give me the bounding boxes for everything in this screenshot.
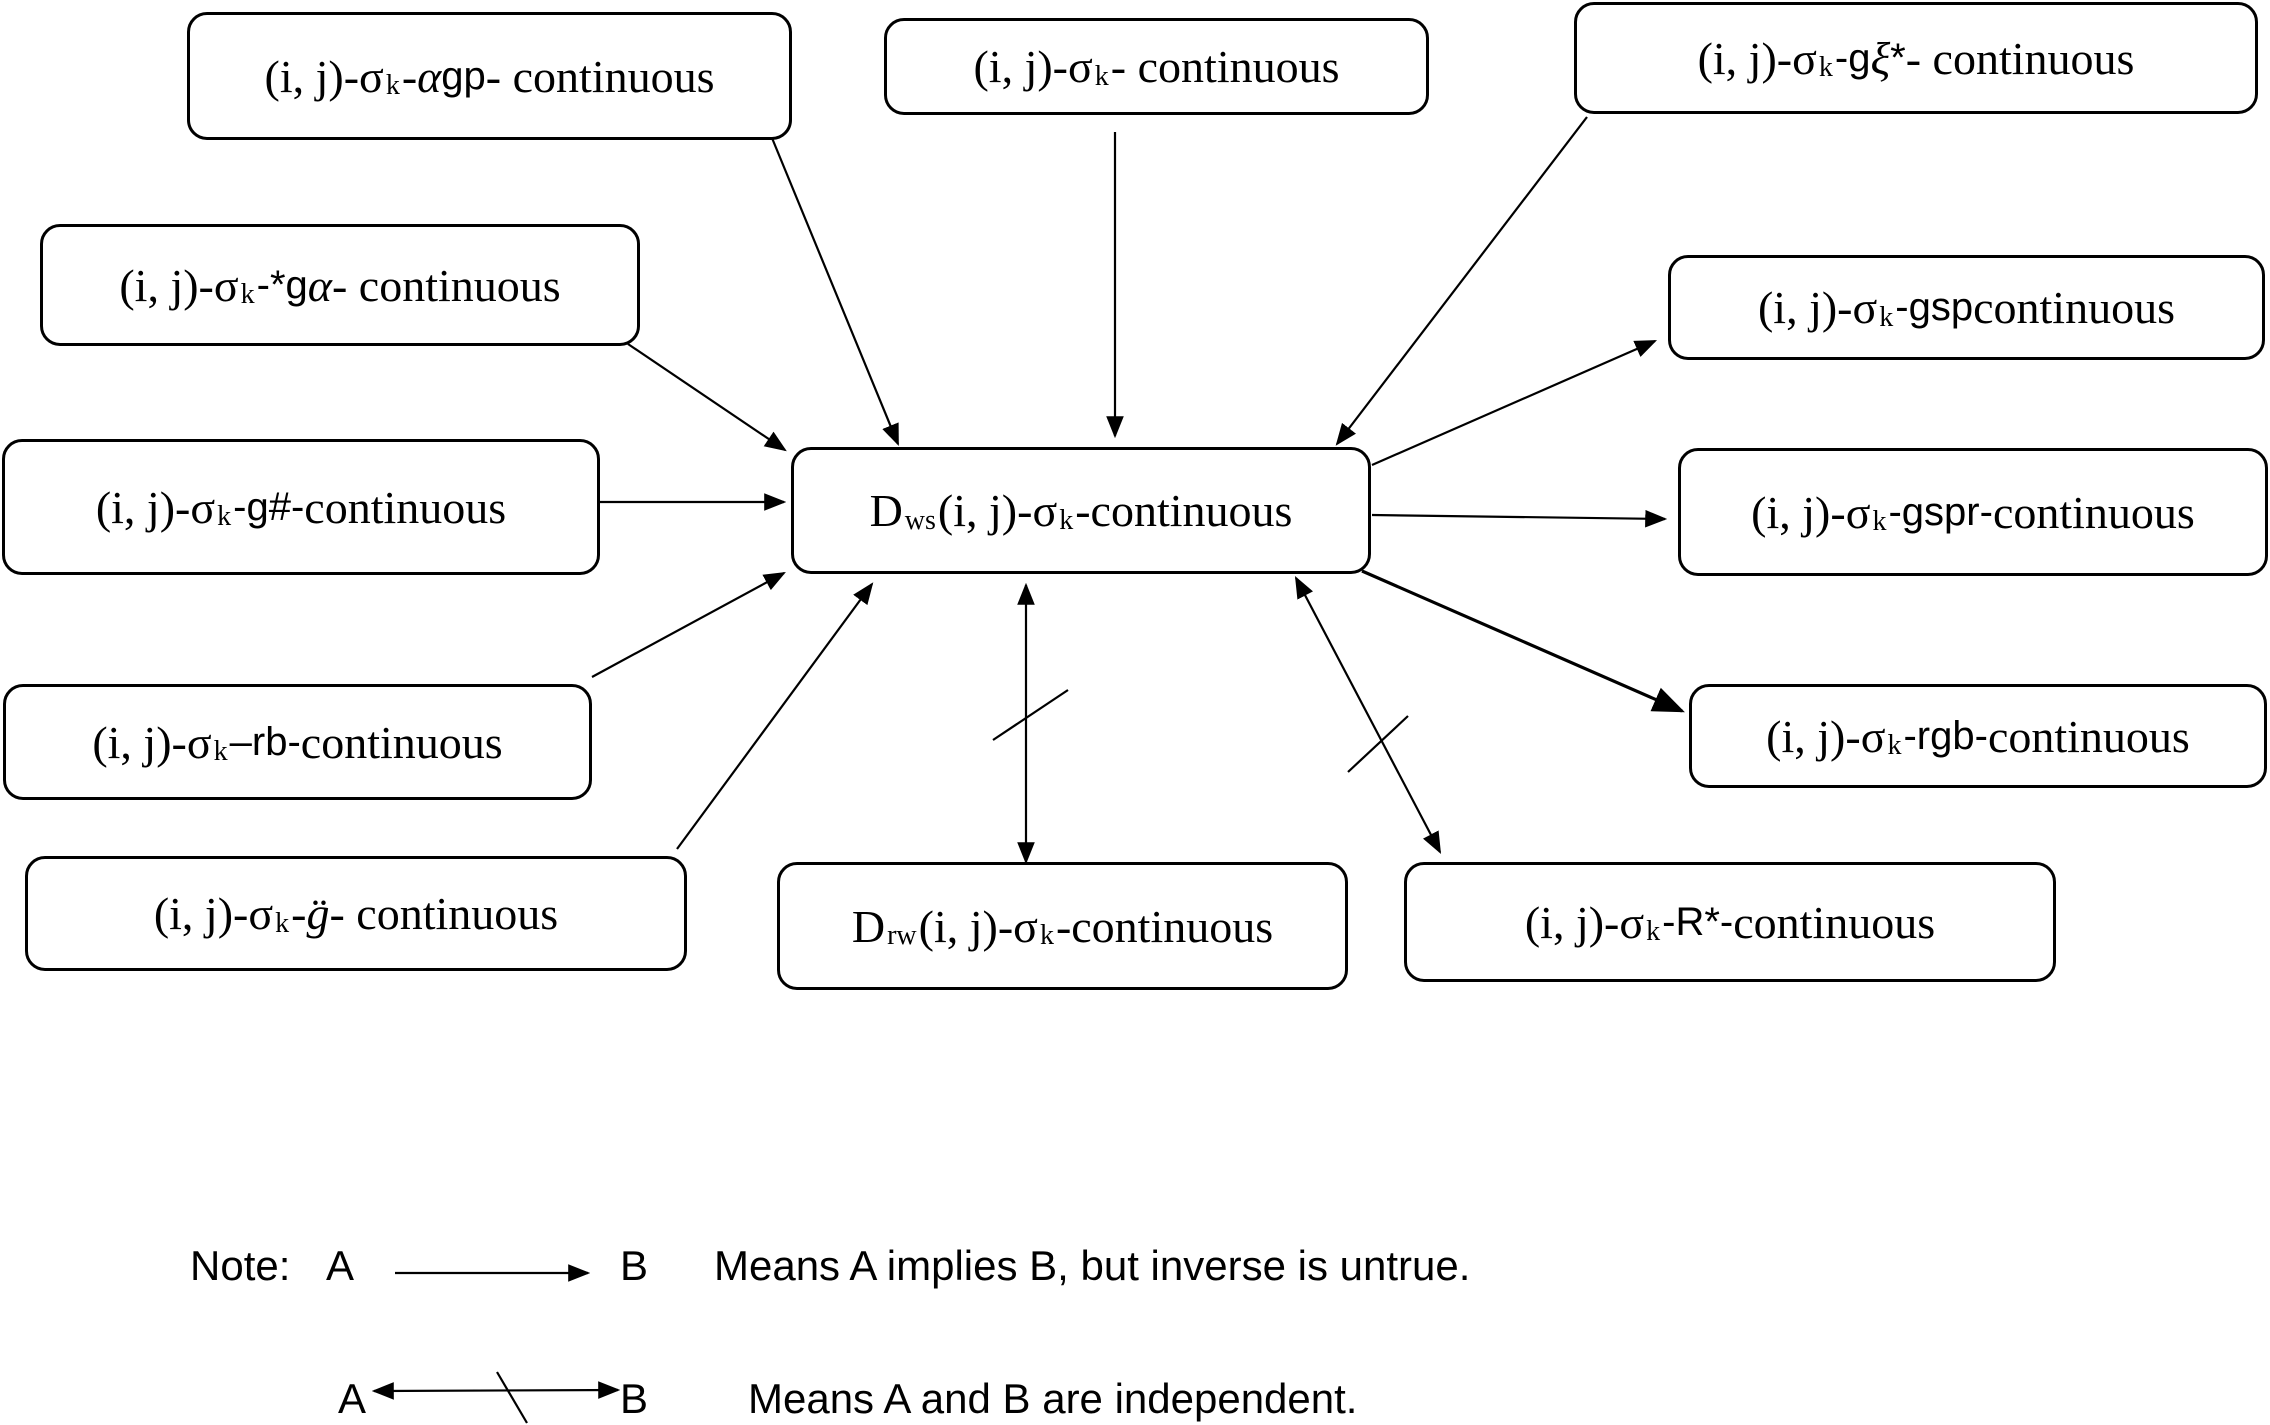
independence-slash-rstar [1347,715,1409,773]
legend-independent-arrow [371,1381,621,1400]
edge-center-rstar-independent [1294,576,1442,854]
edge-center-to-rgb [1361,569,1685,713]
legend-implies-text: Means A implies B, but inverse is untrue… [714,1242,1471,1289]
edge-alphagp-to-center [770,137,900,447]
independence-slash-drw [992,689,1069,741]
note-label: Note: [190,1242,291,1289]
edge-center-to-gsp [1371,339,1658,467]
edge-stargalpha-to-center [627,343,787,452]
edge-gxi-to-center [1335,116,1588,446]
legend-independent-b: B [620,1375,649,1422]
legend-independence-slash [496,1371,528,1424]
edge-rb-to-center [591,571,786,678]
legend-independent-a: A [338,1375,367,1422]
legend-independent-text: Means A and B are independent. [748,1375,1358,1422]
edge-center-to-gspr [1371,509,1668,528]
edge-gddot-to-center [676,582,874,850]
legend-implies-b: B [620,1242,649,1289]
legend-implies-a: A [326,1242,355,1289]
